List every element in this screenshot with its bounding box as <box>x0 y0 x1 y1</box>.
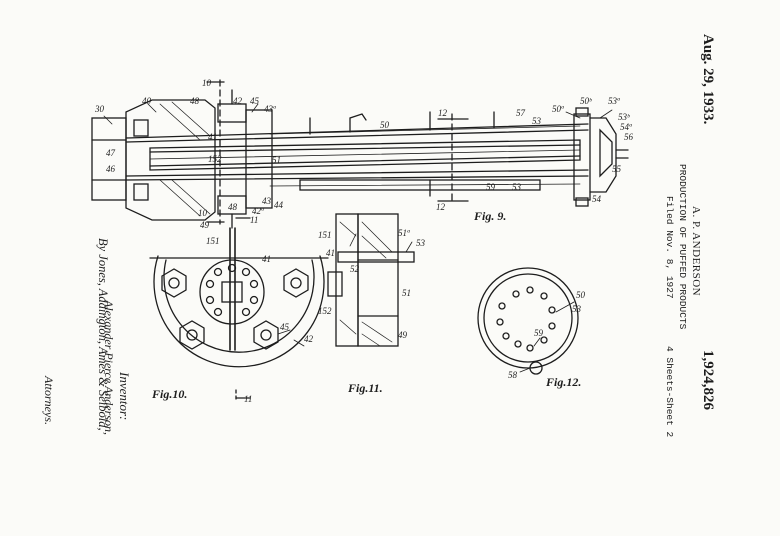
ref-56: 56 <box>624 132 634 142</box>
ref-51a: 51ª <box>398 228 410 238</box>
ref-53-fig12: 53 <box>572 304 582 314</box>
caption-fig9: Fig. 9. <box>473 209 506 223</box>
ref-10-top: 10 <box>202 78 212 88</box>
ref-55: 55 <box>612 164 622 174</box>
valve-57 <box>349 113 367 133</box>
ref-51-fig9: 51 <box>272 155 281 165</box>
fig12-outer-ring-50 <box>477 267 579 369</box>
ref-59: 59 <box>486 182 496 192</box>
ref-58: 58 <box>508 370 518 380</box>
fig11-drawing <box>327 213 415 347</box>
sheet-count: 4 Sheets-Sheet 2 <box>664 346 675 438</box>
ref-47: 47 <box>106 148 116 158</box>
fig12-drawing <box>477 267 579 375</box>
inventor-label: Inventor: <box>117 372 132 421</box>
ref-12-bottom: 12 <box>436 202 446 212</box>
nozzle-56 <box>589 117 617 193</box>
ref-44: 44 <box>274 200 284 210</box>
ref-11-bottom: 11 <box>244 394 252 404</box>
ref-53-fig9: 53 <box>532 116 542 126</box>
ref-151-fig11: 151 <box>318 230 332 240</box>
ref-50-fig12: 50 <box>576 290 586 300</box>
ref-53-lower: 53 <box>512 182 522 192</box>
ref-152-fig9: 152 <box>208 154 222 164</box>
ref-52: 52 <box>350 264 360 274</box>
fig10-hex-nut-lower-left <box>179 320 205 350</box>
caption-fig10: Fig.10. <box>151 387 187 401</box>
ref-48: 48 <box>190 96 200 106</box>
ref-12-top: 12 <box>438 108 448 118</box>
ref-49-fig11: 49 <box>398 330 408 340</box>
core-cone-51 <box>149 139 581 171</box>
fig9-drawing <box>91 79 629 229</box>
nozzle-seat <box>599 128 613 178</box>
ref-50b: 50ᵇ <box>580 96 592 106</box>
ref-42-fig10: 42 <box>304 334 314 344</box>
fig11-insert-152 <box>327 271 343 297</box>
patent-title: PRODUCTION OF PUFFED PRODUCTS <box>677 164 688 330</box>
ref-43: 43 <box>262 196 272 206</box>
ref-11-top: 11 <box>250 215 258 225</box>
end-cap-30 <box>91 117 127 201</box>
figure-captions: Fig. 9. Fig.10. Fig.11. Fig.12. <box>151 209 581 401</box>
bolt-48 <box>217 103 247 123</box>
tube-wall-top <box>125 123 589 139</box>
ref-54a: 54ª <box>620 122 632 132</box>
attorneys-signature: By Jones, Addington, Ames & Seibold, <box>96 238 110 431</box>
end-flange-55 <box>573 113 591 201</box>
fig10-outer-circle <box>153 255 325 368</box>
ref-50a: 50ª <box>552 104 564 114</box>
ref-41-fig10: 41 <box>262 254 271 264</box>
ref-41-fig11: 41 <box>326 248 335 258</box>
ref-45-fig10: 45 <box>280 322 290 332</box>
fig10-drawing <box>149 217 329 401</box>
bracket-59 <box>299 179 541 191</box>
leader-lines <box>103 103 613 373</box>
ref-41-fig9: 41 <box>208 132 217 142</box>
fig10-inner-circle <box>163 259 315 353</box>
tube-wall-bottom <box>125 175 589 181</box>
ref-45: 45 <box>250 96 260 106</box>
fig10-center-plate-41 <box>199 259 265 325</box>
caption-fig12: Fig.12. <box>545 375 581 389</box>
ref-53a: 53ª <box>608 96 620 106</box>
ref-50-fig9: 50 <box>380 120 390 130</box>
ref-46: 46 <box>106 164 116 174</box>
caption-fig11: Fig.11. <box>347 381 383 395</box>
reference-numbers: 30 40 48 42 45 43ª 47 46 41 152 51 50 12… <box>94 78 634 404</box>
attorneys-label: Attorneys. <box>42 376 56 425</box>
fig10-hex-nut-right <box>283 268 309 298</box>
ref-49-fig9: 49 <box>200 220 210 230</box>
flange-block-40 <box>125 99 216 221</box>
ref-42: 42 <box>233 96 243 106</box>
patent-date: Aug. 29, 1933. <box>700 34 716 125</box>
ref-152-fig11: 152 <box>318 306 332 316</box>
ref-59-fig12: 59 <box>534 328 544 338</box>
fig10-hex-nut-left <box>161 268 187 298</box>
collar-42 <box>245 109 273 209</box>
ref-57: 57 <box>516 108 526 118</box>
fig11-tube-53 <box>337 251 415 263</box>
ref-151-fig10: 151 <box>206 236 220 246</box>
ref-30: 30 <box>94 104 105 114</box>
patent-number: 1,924,826 <box>700 350 716 410</box>
fig12-inner-ring <box>483 273 573 363</box>
ref-54: 54 <box>592 194 602 204</box>
inventor-header: A. P. ANDERSON <box>690 206 702 297</box>
fig10-hex-nut-45 <box>253 320 279 350</box>
ref-48-lower: 48 <box>228 202 238 212</box>
ref-40: 40 <box>142 96 152 106</box>
ref-10-bottom: 10 <box>198 208 208 218</box>
fig11-right-block-51 <box>357 213 399 347</box>
filing-date: Filed Nov. 8, 1927 <box>664 196 675 299</box>
ref-53b: 53ᵇ <box>618 112 630 122</box>
ref-53-fig11: 53 <box>416 238 426 248</box>
ref-43a: 43ª <box>264 104 276 114</box>
fig10-center-slot <box>221 281 243 303</box>
ref-42a: 42ª <box>252 206 264 216</box>
ref-51-fig11: 51 <box>402 288 411 298</box>
